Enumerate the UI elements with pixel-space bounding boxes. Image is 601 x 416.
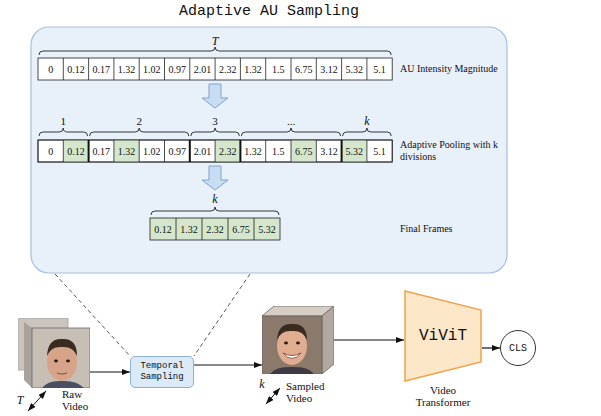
transformer-block: ViViTVideo Transformer: [404, 290, 482, 382]
connector-line: [482, 347, 500, 348]
video-frames: [18, 318, 90, 388]
cell-value: 1.02: [143, 146, 161, 157]
node-label: CLS: [509, 343, 527, 354]
cell-value: 5.32: [258, 224, 276, 235]
axis-symbol: T: [17, 393, 24, 408]
cell-value: 5.1: [373, 146, 386, 157]
group-number: 1: [61, 115, 67, 127]
cell-value: 3.12: [320, 64, 338, 75]
process-box: Temporal Sampling: [130, 356, 194, 388]
flow-arrow: [194, 365, 262, 366]
connector-line: [90, 371, 130, 372]
cell-value: 1.32: [118, 64, 136, 75]
brace: [90, 128, 189, 136]
cell-value: 2.32: [206, 224, 224, 235]
brace: [151, 207, 279, 215]
flow-arrow: [482, 348, 500, 349]
cell-value: 2.01: [194, 146, 212, 157]
cell-value: 2.32: [219, 146, 237, 157]
row-caption: AU Intensity Magnitude: [400, 63, 498, 75]
cell-value: 1.32: [118, 146, 136, 157]
cell-value: 0.12: [67, 146, 85, 157]
node-label: Raw Video: [62, 388, 106, 412]
node-label: Temporal Sampling: [134, 361, 190, 383]
cell-value: 0: [48, 146, 53, 157]
flow-arrow: [334, 340, 404, 341]
connector-line: [194, 274, 250, 356]
flow-arrow: [90, 372, 130, 373]
cell-value: 0: [48, 64, 53, 75]
cell-value: 0.97: [168, 64, 186, 75]
cell-value: 1.32: [180, 224, 198, 235]
axis-symbol: k: [259, 377, 264, 392]
axis-symbol: k: [212, 192, 217, 207]
cell-value: 6.75: [295, 64, 313, 75]
cell-value: 5.32: [346, 146, 364, 157]
brace: [39, 128, 88, 136]
cell-value: 6.75: [295, 146, 313, 157]
group-number: 3: [212, 115, 218, 127]
cell-value: 2.01: [194, 64, 212, 75]
group-number: ...: [287, 115, 295, 127]
depth-arrow: [266, 388, 280, 404]
sampling-panel: Adaptive AU SamplingT00.120.171.321.020.…: [30, 26, 508, 274]
node-label: ViViT: [404, 327, 482, 345]
sampled-video: Sampled Video: [262, 306, 334, 374]
depth-arrow: [28, 391, 46, 411]
down-arrow: [202, 166, 228, 190]
cell-value: 1.5: [272, 64, 285, 75]
cell-value: 0.12: [67, 64, 85, 75]
cell-value: 0.17: [93, 146, 111, 157]
cell-value: 2.32: [219, 64, 237, 75]
cell-value: 5.1: [373, 64, 386, 75]
video-cube: [262, 306, 334, 374]
node-label: Adaptive AU Sampling: [30, 3, 508, 20]
cell-value: 3.12: [320, 146, 338, 157]
axis-symbol: T: [212, 34, 219, 49]
brace: [191, 128, 240, 136]
cell-value: 5.32: [346, 64, 364, 75]
connector-line: [194, 364, 262, 365]
row-caption: Adaptive Pooling with k divisions: [400, 139, 500, 163]
row-caption: Final Frames: [400, 223, 453, 235]
intensity-row: [38, 58, 392, 80]
brace: [241, 128, 340, 136]
cell-value: 1.02: [143, 64, 161, 75]
cell-value: 1.5: [272, 146, 285, 157]
brace: [39, 47, 391, 55]
raw-video: Raw Video: [18, 318, 90, 388]
final-row: [150, 218, 280, 240]
group-number: k: [364, 114, 369, 129]
cell-value: 0.17: [93, 64, 111, 75]
brace: [343, 128, 392, 136]
cell-value: 1.32: [244, 64, 262, 75]
cell-value: 0.12: [154, 224, 172, 235]
down-arrow: [202, 84, 228, 108]
connector-line: [334, 339, 404, 340]
output-circle: CLS: [500, 330, 536, 366]
cell-value: 0.97: [168, 146, 186, 157]
cell-value: 1.32: [244, 146, 262, 157]
pooled-row: [38, 140, 392, 162]
cell-value: 6.75: [232, 224, 250, 235]
node-caption: Video Transformer: [408, 384, 478, 408]
node-label: Sampled Video: [286, 380, 334, 404]
group-number: 2: [136, 115, 142, 127]
